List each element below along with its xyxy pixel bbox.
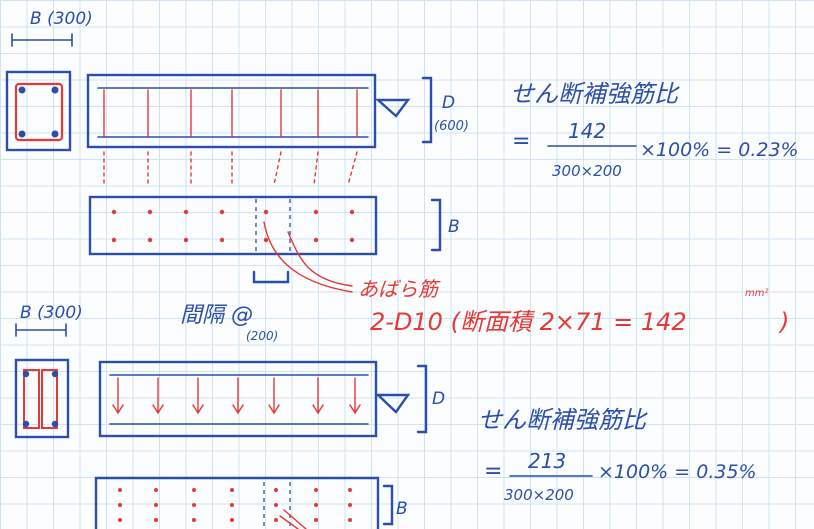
top-depth-value: (600): [434, 119, 469, 134]
top-level-mark: [374, 98, 411, 118]
top-width-label: B (300): [30, 9, 93, 29]
top-cross-section: [5, 70, 72, 152]
bottom-level-mark: [374, 393, 411, 414]
top-formula-title: せん断補強筋比: [510, 80, 680, 108]
bottom-plan-bracket: [382, 484, 394, 526]
bottom-depth-bracket: [416, 364, 428, 434]
bottom-formula-numerator: 213: [528, 449, 566, 473]
stirrup-label: あばら筋: [358, 277, 441, 301]
top-depth-label: D: [442, 93, 455, 113]
bottom-plan-label: B: [396, 499, 408, 519]
bottom-formula-tail: ×100% = 0.35%: [598, 461, 757, 483]
bottom-formula-denominator: 300×200: [504, 486, 574, 504]
bottom-beam-plan: [94, 476, 380, 529]
stirrup-spec: 2-D10 (断面積 2×71 = 142: [370, 308, 687, 336]
spacing-bracket: [252, 270, 290, 284]
bottom-formula-title: せん断補強筋比: [478, 406, 648, 434]
top-beam-elevation: [86, 73, 377, 149]
top-formula-denominator: 300×200: [552, 162, 622, 180]
bottom-width-label: B (300): [20, 303, 83, 323]
top-formula-equals: =: [512, 129, 530, 154]
top-formula-numerator: 142: [568, 119, 606, 143]
stirrup-leader-top: [287, 231, 353, 287]
unit-superscript: mm²: [745, 288, 769, 299]
bottom-cross-section: [14, 358, 70, 439]
top-plan-bracket: [430, 198, 442, 252]
stirrup-leader-bottom: [263, 221, 353, 293]
top-formula-tail: ×100% = 0.23%: [640, 139, 799, 161]
stirrup-close-paren: ): [778, 308, 789, 336]
bottom-formula-equals: =: [484, 459, 502, 484]
spacing-label: 間隔 @: [180, 303, 253, 328]
bottom-width-dimension: [15, 323, 67, 337]
top-plan-label: B: [448, 217, 460, 237]
top-beam-plan: [88, 195, 378, 256]
bottom-beam-elevation: [98, 360, 378, 438]
projection-arrows: [103, 151, 358, 186]
top-width-dimension: [11, 33, 73, 47]
top-depth-bracket: [421, 76, 433, 144]
bottom-depth-label: D: [432, 389, 445, 409]
spacing-value: (200): [246, 329, 278, 343]
